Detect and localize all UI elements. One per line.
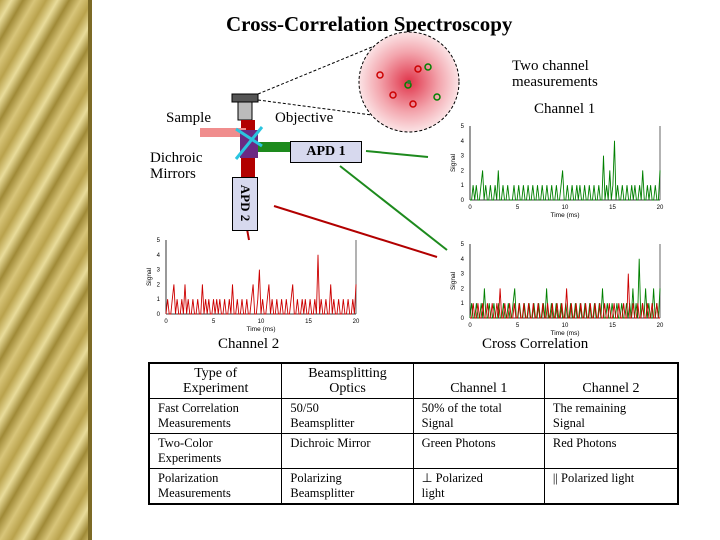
green-beam-path bbox=[255, 142, 291, 152]
y-tick-label: 1 bbox=[157, 297, 161, 303]
table-cell: Two-Color Experiments bbox=[148, 433, 283, 469]
series-line-1 bbox=[470, 273, 660, 319]
y-tick-label: 1 bbox=[461, 301, 465, 307]
y-tick-label: 2 bbox=[157, 282, 161, 288]
x-tick-label: 20 bbox=[657, 205, 664, 211]
apd1-detector: APD 1 bbox=[290, 141, 362, 163]
x-tick-label: 15 bbox=[609, 205, 616, 211]
table-cell: Fast Correlation Measurements bbox=[148, 398, 283, 434]
y-tick-label: 3 bbox=[461, 272, 465, 278]
table-cell: The remaining Signal bbox=[543, 398, 679, 434]
table-row: Fast Correlation Measurements 50/50 Beam… bbox=[148, 398, 679, 434]
x-tick-label: 10 bbox=[258, 319, 265, 325]
apd1-to-channel1-line bbox=[365, 150, 429, 158]
y-tick-label: 3 bbox=[157, 268, 161, 274]
y-axis-label: Signal bbox=[146, 267, 153, 286]
x-axis-label: Time (ms) bbox=[550, 212, 579, 219]
header-type: Type of Experiment bbox=[148, 362, 283, 399]
side-stripe-edge bbox=[88, 0, 92, 540]
header-channel2: Channel 2 bbox=[543, 362, 679, 399]
x-axis-label: Time (ms) bbox=[246, 326, 275, 333]
y-axis-label: Signal bbox=[450, 271, 457, 290]
objective-lens bbox=[231, 93, 259, 103]
y-tick-label: 4 bbox=[157, 253, 161, 259]
apd1-to-cross-line bbox=[339, 165, 448, 251]
y-tick-label: 1 bbox=[461, 183, 465, 189]
sample-beam bbox=[200, 128, 246, 137]
apd2-to-cross-line bbox=[273, 205, 438, 258]
table-cell: 50/50 Beamsplitter bbox=[281, 398, 414, 434]
x-tick-label: 5 bbox=[516, 205, 520, 211]
channel2-title: Channel 2 bbox=[218, 336, 280, 352]
y-tick-label: 5 bbox=[461, 242, 465, 248]
cross-correlation-title: Cross Correlation bbox=[482, 336, 589, 352]
x-axis-label: Time (ms) bbox=[550, 330, 579, 337]
apd2-label: APD 2 bbox=[238, 184, 253, 222]
y-tick-label: 4 bbox=[461, 257, 465, 263]
experiment-table: Type of Experiment Beamsplitting Optics … bbox=[148, 362, 679, 505]
y-axis-label: Signal bbox=[450, 153, 457, 172]
series-line-0 bbox=[469, 258, 661, 319]
sample-label: Sample bbox=[166, 110, 211, 126]
header-channel1: Channel 1 bbox=[412, 362, 545, 399]
x-tick-label: 0 bbox=[468, 323, 472, 329]
table-cell: Dichroic Mirror bbox=[281, 433, 414, 469]
y-tick-label: 4 bbox=[461, 139, 465, 145]
table-row: Polarization Measurements Polarizing Bea… bbox=[148, 468, 679, 505]
x-tick-label: 20 bbox=[353, 319, 360, 325]
y-tick-label: 5 bbox=[461, 124, 465, 130]
x-tick-label: 5 bbox=[212, 319, 216, 325]
x-tick-label: 15 bbox=[609, 323, 616, 329]
y-tick-label: 2 bbox=[461, 168, 465, 174]
y-tick-label: 2 bbox=[461, 286, 465, 292]
x-tick-label: 15 bbox=[305, 319, 312, 325]
x-tick-label: 5 bbox=[516, 323, 520, 329]
objective-label: Objective bbox=[275, 110, 334, 126]
table-cell: Polarization Measurements bbox=[148, 468, 283, 505]
table-cell: 50% of the total Signal bbox=[412, 398, 545, 434]
y-tick-label: 0 bbox=[461, 198, 465, 204]
y-tick-label: 0 bbox=[461, 316, 465, 322]
table-cell: || Polarized light bbox=[543, 468, 679, 505]
channel1-title: Channel 1 bbox=[534, 101, 596, 117]
x-tick-label: 0 bbox=[468, 205, 472, 211]
apd2-detector: APD 2 bbox=[232, 177, 258, 231]
table-cell: ⊥ Polarized light bbox=[412, 468, 545, 505]
dichroic-mirrors-label: Dichroic Mirrors bbox=[150, 150, 203, 182]
decorative-side-stripe bbox=[0, 0, 92, 540]
two-channel-label: Two channel measurements bbox=[512, 58, 598, 90]
x-tick-label: 10 bbox=[562, 323, 569, 329]
y-tick-label: 3 bbox=[461, 154, 465, 160]
series-line-0 bbox=[165, 254, 357, 315]
molecules bbox=[376, 63, 441, 108]
table-cell: Polarizing Beamsplitter bbox=[281, 468, 414, 505]
x-tick-label: 10 bbox=[562, 205, 569, 211]
x-tick-label: 0 bbox=[164, 319, 168, 325]
page-title: Cross-Correlation Spectroscopy bbox=[226, 12, 513, 36]
table-row: Two-Color Experiments Dichroic Mirror Gr… bbox=[148, 433, 679, 469]
x-tick-label: 20 bbox=[657, 323, 664, 329]
table-cell: Green Photons bbox=[412, 433, 545, 469]
table-header-row: Type of Experiment Beamsplitting Optics … bbox=[148, 362, 679, 399]
header-optics: Beamsplitting Optics bbox=[281, 362, 414, 399]
table-cell: Red Photons bbox=[543, 433, 679, 469]
y-tick-label: 5 bbox=[157, 238, 161, 244]
y-tick-label: 0 bbox=[157, 312, 161, 318]
series-line-0 bbox=[470, 140, 661, 201]
apd1-label: APD 1 bbox=[306, 144, 346, 159]
